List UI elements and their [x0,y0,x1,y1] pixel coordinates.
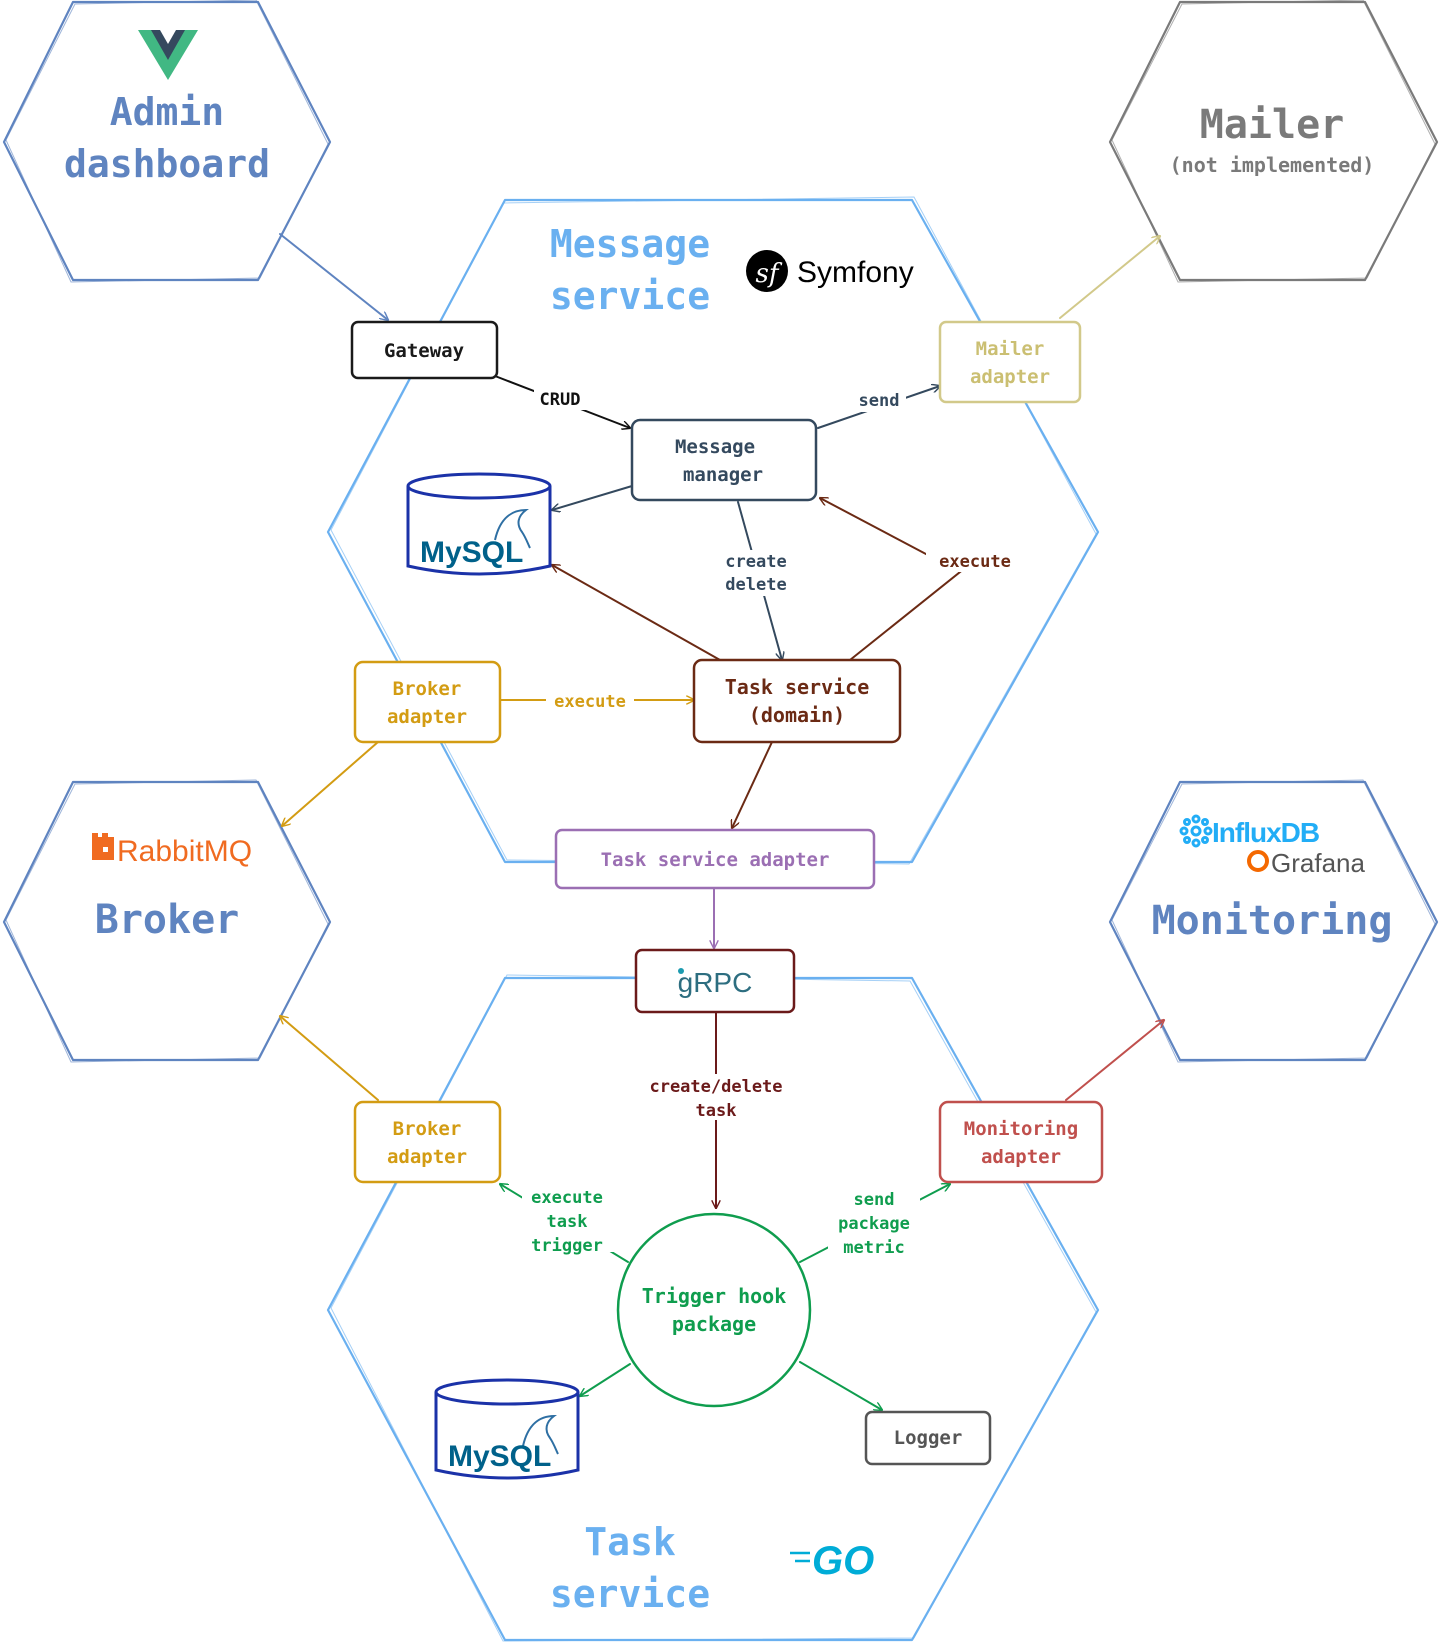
edge-task-domain-to-task-adapter [732,741,773,828]
task-service-title-line2: service [550,1572,710,1616]
go-logo-text: GO [812,1539,874,1583]
monitoring-title: Monitoring [1152,898,1393,944]
broker-adapter-top-label-2: adapter [387,706,467,728]
monitoring-adapter-node: Monitoring adapter [938,1100,1104,1184]
grafana-icon [1247,850,1269,872]
mailer-hexagon [1108,0,1439,283]
broker-adapter-bottom-label-1: Broker [393,1118,462,1140]
edge-task-domain-to-mysql [552,565,721,661]
message-manager-node: Message manager [630,418,818,502]
broker-adapter-bottom-node: Broker adapter [353,1100,502,1184]
symfony-logo: sf Symfony [746,250,914,292]
edge-label-execute-trigger-2: task [547,1212,588,1232]
edge-label-execute-broker: execute [554,692,626,712]
broker-adapter-top-node: Broker adapter [353,660,502,744]
monitoring-adapter-label-1: Monitoring [964,1118,1078,1140]
edge-label-delete: delete [725,575,786,595]
mailer-adapter-label-1: Mailer [976,338,1045,360]
trigger-hook-node: Trigger hook package [616,1212,812,1408]
rabbitmq-logo-text: RabbitMQ [117,835,252,868]
mailer-adapter-label-2: adapter [970,366,1050,388]
broker-title: Broker [95,897,240,943]
edge-manager-to-mysql [552,485,633,510]
grafana-logo-text: Grafana [1271,848,1365,878]
mysql-database-bottom: MySQL [434,1378,580,1480]
mysql-label-top: MySQL [420,536,523,569]
mysql-dolphin-icon [522,1414,559,1455]
edge-task-domain-to-manager [820,498,962,661]
edge-label-send: send [859,391,900,411]
grpc-node: gRPC [634,948,796,1014]
edge-broker-adapter-bottom-to-broker [280,1016,379,1101]
mysql-label-bottom: MySQL [448,1440,551,1473]
rabbitmq-icon [92,833,114,860]
task-service-hexagon [326,974,1100,1642]
admin-title-line1: Admin [110,90,224,134]
edge-trigger-hook-to-logger [799,1361,882,1410]
mailer-title: Mailer [1200,102,1345,148]
vue-logo-icon [138,30,198,80]
message-manager-label-2: manager [683,464,763,486]
gateway-node: Gateway [350,320,499,380]
influxdb-logo-text: InfluxDB [1212,817,1319,848]
task-service-domain-label-2: (domain) [749,703,845,727]
influxdb-icon [1179,814,1213,848]
task-service-domain-node: Task service (domain) [692,658,902,744]
message-manager-label-1: Message [675,436,755,458]
influxdb-logo: InfluxDB [1179,814,1320,848]
edge-label-execute-trigger-3: trigger [531,1236,603,1256]
admin-dashboard-hexagon [2,0,332,283]
grafana-logo: Grafana [1247,848,1365,878]
edge-label-execute-top: execute [939,552,1011,572]
edge-label-send-metric-3: metric [843,1238,904,1258]
edge-label-send-metric-2: package [838,1214,910,1234]
task-service-title-line1: Task [584,1520,676,1564]
broker-adapter-bottom-label-2: adapter [387,1146,467,1168]
symfony-icon [746,250,788,292]
trigger-hook-label-2: package [672,1312,756,1336]
message-service-hexagon [326,196,1100,865]
broker-hexagon [2,779,332,1063]
edge-label-crud: CRUD [540,390,581,410]
go-speed-lines-icon [790,1551,810,1563]
edge-label-task: task [696,1101,737,1121]
symfony-logo-text: Symfony [797,256,914,289]
edge-label-create: create [725,552,786,572]
go-logo: GO [790,1539,874,1583]
edge-monitoring-adapter-to-monitoring [1065,1020,1164,1101]
mysql-dolphin-icon [494,508,531,549]
task-service-domain-label-1: Task service [725,675,870,699]
task-service-adapter-label: Task service adapter [601,849,830,871]
grpc-icon [678,968,684,974]
mailer-subtitle: (not implemented) [1170,153,1375,177]
message-service-title-line1: Message [550,222,710,266]
message-service-title-line2: service [550,274,710,318]
task-service-adapter-node: Task service adapter [554,828,876,890]
broker-adapter-top-label-1: Broker [393,678,462,700]
trigger-hook-label-1: Trigger hook [642,1284,787,1308]
gateway-label: Gateway [384,340,464,362]
grpc-label: gRPC [678,967,753,998]
monitoring-hexagon [1108,779,1439,1063]
rabbitmq-logo: RabbitMQ [92,833,252,868]
logger-node: Logger [864,1410,992,1466]
edge-label-create-delete: create/delete [649,1077,782,1097]
edge-broker-adapter-to-broker [282,741,379,826]
edge-label-execute-trigger-1: execute [531,1188,603,1208]
admin-title-line2: dashboard [64,142,270,186]
edge-label-send-metric-1: send [854,1190,895,1210]
edge-mailer-adapter-to-mailer [1059,236,1160,319]
monitoring-adapter-label-2: adapter [981,1146,1061,1168]
mysql-database-top: MySQL [406,472,552,576]
svg-text:sf: sf [756,259,783,289]
edge-admin-to-gateway [279,233,388,320]
logger-label: Logger [894,1427,963,1449]
edge-trigger-hook-to-mysql [580,1363,631,1396]
mailer-adapter-node: Mailer adapter [938,320,1082,404]
